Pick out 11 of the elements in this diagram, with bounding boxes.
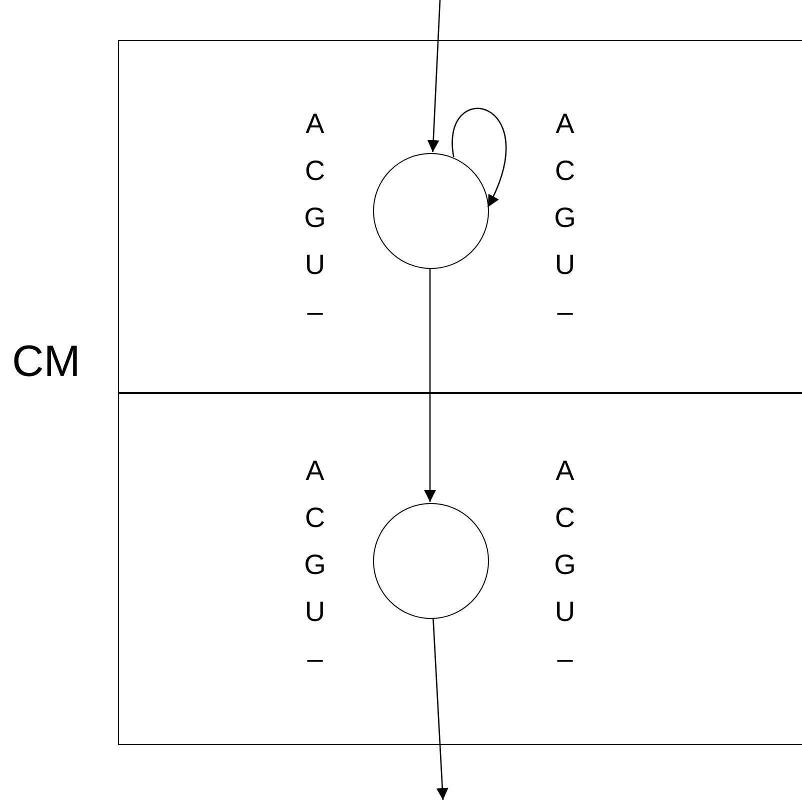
arrow [424, 268, 436, 502]
symbol-column: A C G U – [550, 447, 580, 682]
arrow [432, 618, 448, 800]
panel-box [118, 40, 802, 393]
symbol-column: A C G U – [550, 100, 580, 335]
axis-label: CM [12, 340, 80, 384]
panel-box [118, 393, 802, 745]
arrow [452, 108, 506, 208]
symbol-column: A C G U – [300, 100, 330, 335]
symbol-column: A C G U – [300, 447, 330, 682]
arrow [427, 0, 441, 152]
